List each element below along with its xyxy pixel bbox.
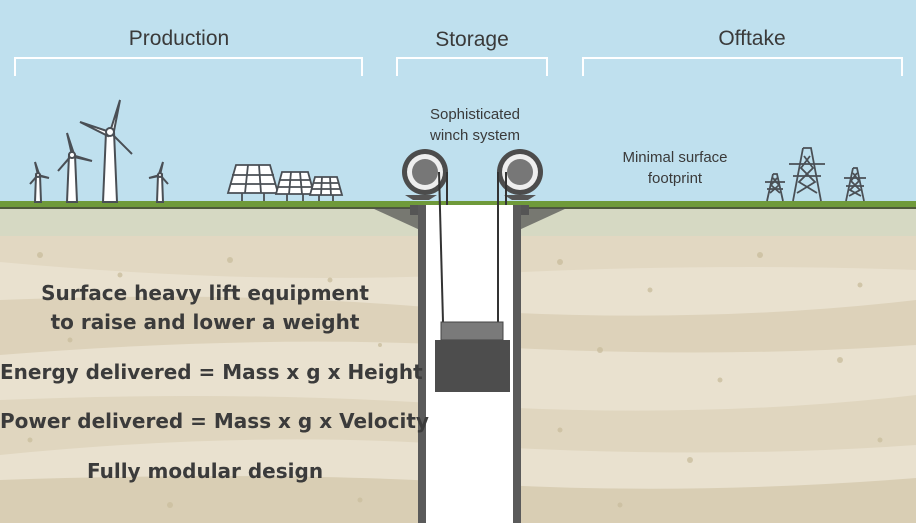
- feature-power-formula: Power delivered = Mass x g x Velocity: [0, 409, 429, 433]
- footprint-callout: Minimal surface footprint: [604, 147, 746, 189]
- feature-energy-formula: Energy delivered = Mass x g x Height: [0, 360, 423, 384]
- soil-speckles: [27, 252, 883, 508]
- shaft-collar: [372, 208, 420, 230]
- winch-callout-line1: Sophisticated: [429, 106, 521, 123]
- footprint-callout-line1: Minimal surface: [622, 149, 728, 166]
- section-brackets: [14, 57, 903, 76]
- section-title-storage: Storage: [435, 28, 509, 51]
- wind-turbine-icon: [29, 99, 169, 203]
- winch-callout: Sophisticated winch system: [412, 104, 538, 146]
- section-title-offtake: Offtake: [718, 27, 786, 50]
- solar-panel-icon: [226, 164, 344, 201]
- weight: [435, 321, 510, 392]
- cables: [438, 171, 507, 323]
- winch-right: [497, 149, 543, 200]
- section-title-production: Production: [128, 27, 230, 50]
- winch-left: [402, 149, 448, 200]
- feature-modular-design: Fully modular design: [86, 459, 324, 483]
- sky: [0, 0, 916, 205]
- pylon-icon: [765, 147, 866, 202]
- grass-strip: [0, 201, 916, 207]
- feature-heavy-lift-line1: Surface heavy lift equipment: [41, 281, 369, 305]
- footprint-callout-line2: footprint: [647, 170, 703, 187]
- feature-heavy-lift-line2: to raise and lower a weight: [50, 310, 360, 334]
- winch-callout-line2: winch system: [429, 127, 521, 144]
